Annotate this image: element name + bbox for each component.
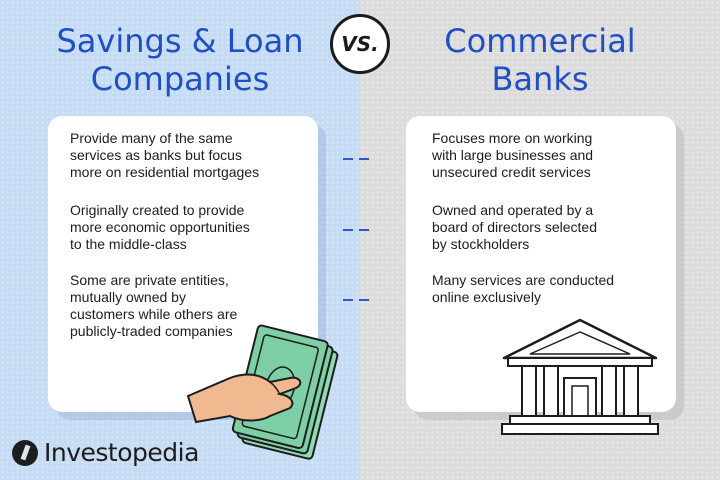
heading-line: Companies [90, 60, 270, 98]
connector-dash [343, 299, 373, 301]
investopedia-logo: Investopedia [12, 438, 199, 467]
point-line: customers while others are [70, 306, 238, 322]
point-line: Focuses more on working [432, 130, 593, 146]
point-line: Some are private entities, [70, 272, 229, 288]
commercial-banks-point-3: Many services are conducted online exclu… [432, 272, 667, 306]
point-line: Many services are conducted [432, 272, 615, 288]
savings-loan-point-2: Originally created to provide more econo… [70, 202, 315, 253]
commercial-banks-heading: Commercial Banks [380, 22, 700, 98]
point-line: board of directors selected [432, 219, 597, 235]
heading-line: Savings & Loan [56, 22, 304, 60]
bank-building-icon [501, 318, 659, 435]
point-line: Originally created to provide [70, 202, 245, 218]
commercial-banks-point-2: Owned and operated by a board of directo… [432, 202, 667, 253]
commercial-banks-point-1: Focuses more on working with large busin… [432, 130, 667, 181]
savings-loan-heading: Savings & Loan Companies [20, 22, 340, 98]
heading-line: Banks [491, 60, 589, 98]
point-line: Provide many of the same [70, 130, 233, 146]
brand-name: Investopedia [44, 438, 199, 467]
point-line: more on residential mortgages [70, 164, 260, 180]
investopedia-logo-icon [12, 439, 38, 466]
connector-dash [343, 229, 373, 231]
point-line: publicly-traded companies [70, 323, 233, 339]
point-line: services as banks but focus [70, 147, 242, 163]
hand-holding-cash-icon: $ [186, 324, 339, 460]
vs-badge: VS. [330, 14, 390, 74]
point-line: by stockholders [432, 236, 530, 252]
point-line: more economic opportunities [70, 219, 250, 235]
point-line: with large businesses and [432, 147, 594, 163]
point-line: online exclusively [432, 289, 541, 305]
connector-dash [343, 158, 373, 160]
savings-loan-point-1: Provide many of the same services as ban… [70, 130, 315, 181]
point-line: to the middle-class [70, 236, 187, 252]
savings-loan-point-3: Some are private entities, mutually owne… [70, 272, 315, 340]
heading-line: Commercial [444, 22, 636, 60]
point-line: Owned and operated by a [432, 202, 594, 218]
point-line: mutually owned by [70, 289, 186, 305]
point-line: unsecured credit services [432, 164, 591, 180]
